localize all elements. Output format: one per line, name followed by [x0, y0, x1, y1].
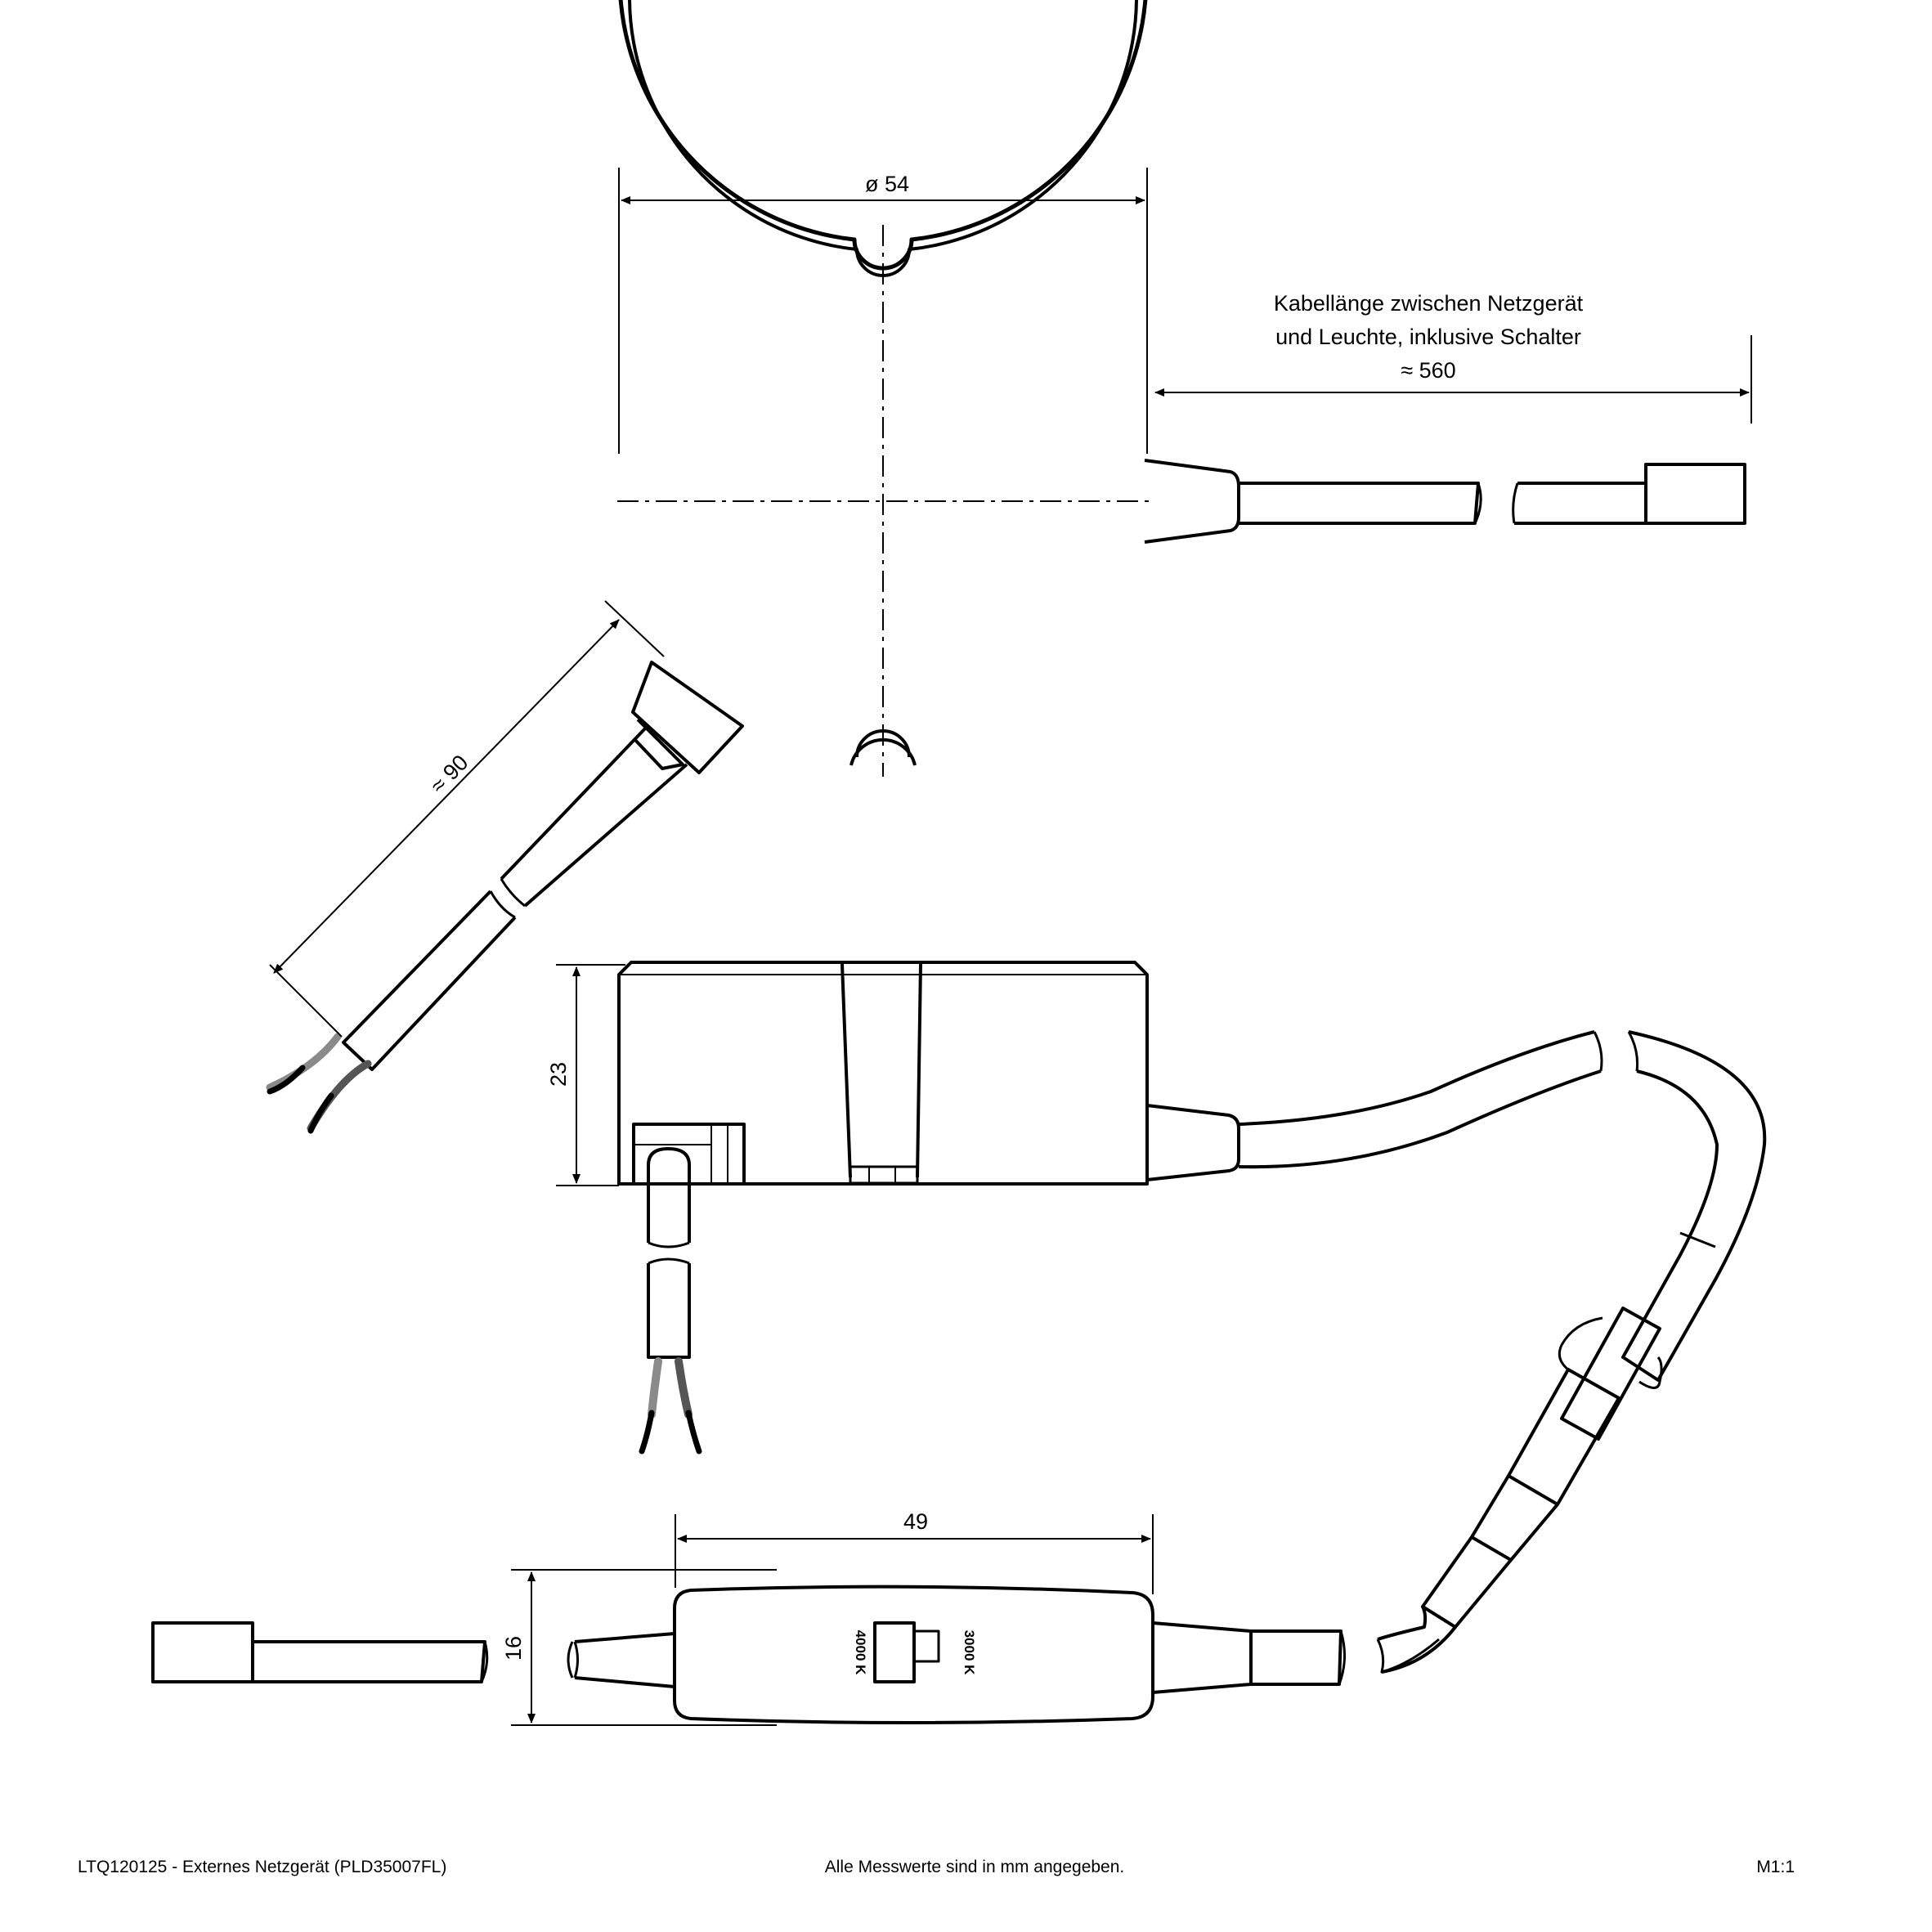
- cable-note-line1: Kabellänge zwischen Netzgerät: [1274, 291, 1584, 316]
- switch-label-4000k: 4000 K: [853, 1630, 868, 1676]
- housing-side-outline: [617, 961, 1149, 1186]
- dimension-switch-height: [511, 1569, 777, 1726]
- slide-switch[interactable]: [873, 1621, 916, 1683]
- output-cable-top: [1144, 459, 1746, 544]
- dimension-lead-length: [269, 600, 665, 1038]
- dimension-height: [556, 964, 625, 1186]
- dimension-diameter: [618, 168, 1148, 454]
- wires-top: [266, 1033, 372, 1134]
- switch-housing: [673, 1585, 1154, 1724]
- cable-length-label: ≈ 560: [1401, 358, 1455, 383]
- top-view: [342, 0, 1746, 1071]
- slide-switch-knob[interactable]: [912, 1629, 940, 1663]
- dimension-switch-length: [675, 1514, 1154, 1594]
- switch-length-label: 49: [903, 1509, 928, 1534]
- center-lines: [617, 225, 1153, 777]
- output-cable-side: [1238, 1030, 1595, 1126]
- dimension-cable-length: [1154, 335, 1752, 424]
- lead-length-label: ≈ 90: [426, 750, 473, 798]
- input-lead-top: [342, 661, 744, 1071]
- switch-height-label: 16: [501, 1636, 526, 1661]
- output-plug-bottom: [151, 1621, 254, 1683]
- switch-view: [151, 1585, 1457, 1724]
- footer-product: LTQ120125 - Externes Netzgerät (PLD35007…: [78, 1858, 446, 1876]
- switch-label-3000k: 3000 K: [962, 1630, 977, 1676]
- footer-note: Alle Messwerte sind in mm angegeben.: [825, 1858, 1125, 1876]
- footer-scale: M1:1: [1756, 1858, 1795, 1876]
- cable-note-line2: und Leuchte, inklusive Schalter: [1275, 325, 1581, 349]
- side-view: [617, 961, 1767, 1641]
- output-plug-top: [1644, 463, 1746, 525]
- wires-side: [639, 1357, 702, 1455]
- diameter-label: ø 54: [865, 172, 909, 196]
- height-label: 23: [546, 1062, 571, 1087]
- housing-top-outline: [618, 0, 1148, 277]
